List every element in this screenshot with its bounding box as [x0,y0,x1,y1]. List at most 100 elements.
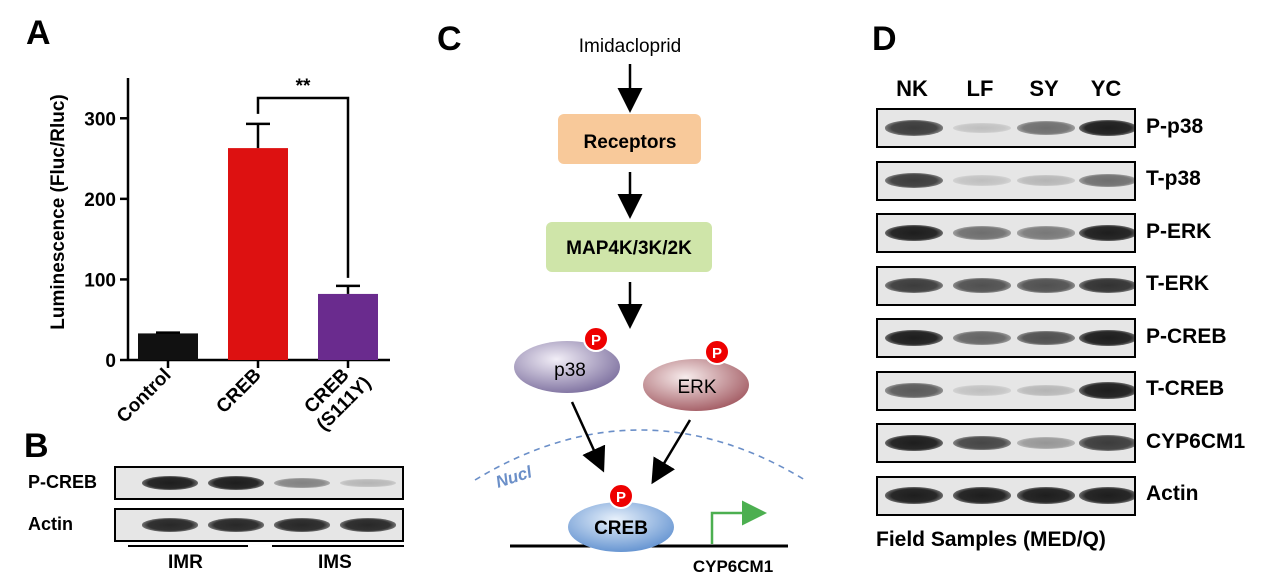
band [142,476,198,490]
panel-a-bar-chart: Luminescence (Fluc/Rluc) 0100200300**Con… [48,76,390,435]
erk-phospho-label: P [712,345,722,362]
panel-d-row-label: Actin [1146,482,1199,506]
band [1079,382,1134,399]
lane-label: YC [1090,76,1122,101]
panel-b-row-label: Actin [28,514,73,534]
lane-label: NK [896,76,928,101]
band [340,478,396,488]
band [1017,385,1075,396]
group-underline-ims [272,545,404,547]
band [1017,487,1075,504]
band [274,518,330,532]
x-tick-label: CREB [213,365,266,418]
band [1017,437,1075,449]
receptors-label: Receptors [584,132,677,153]
panel-d-blot-row [876,213,1136,253]
band [885,487,943,504]
panel-c-pathway-diagram: Imidacloprid Receptors MAP4K/3K/2K p38 P… [474,36,806,576]
x-tick-label: Control [113,365,176,428]
panel-d-blot-row [876,318,1136,358]
band [340,518,396,532]
imidacloprid-label: Imidacloprid [579,36,681,57]
arrow-erk-to-creb [651,419,692,485]
group-label-ims: IMS [318,552,352,573]
bar-1 [228,148,288,360]
band [953,331,1011,345]
lane-label: SY [1029,76,1059,101]
band [1017,175,1075,186]
band [1079,487,1134,504]
p38-node [514,341,620,393]
panel-d-blot-row [876,423,1136,463]
band [885,277,943,294]
lane-label: LF [966,76,994,101]
band [1017,121,1075,135]
band [1017,278,1075,293]
band [953,435,1011,451]
erk-phospho-badge [704,339,730,365]
band [953,278,1011,293]
panel-d-row-label: T-p38 [1146,167,1201,191]
panel-d-label: D [872,20,897,58]
kinases-box [546,222,712,272]
band [208,518,264,532]
band [1079,224,1134,242]
panel-a-label: A [26,14,51,52]
band [1079,435,1134,451]
band [885,329,943,347]
band [208,476,264,490]
panel-d-row-label: T-ERK [1146,272,1209,296]
panel-d-row-label: CYP6CM1 [1146,429,1246,453]
panel-d-blot-row [876,160,1136,201]
band [885,172,943,189]
transcription-arrow [710,500,767,544]
panel-d-row-label: P-p38 [1146,114,1204,138]
y-tick-label: 0 [105,351,116,372]
band [885,434,943,452]
band [1079,173,1134,188]
panel-d-row-label: P-CREB [1146,324,1227,348]
erk-label: ERK [677,377,716,398]
panel-d-blot-row [876,475,1136,516]
panel-b-blot-row [114,508,404,542]
group-underline-imr [128,545,248,547]
nucleus-label: Nucl [493,462,535,492]
band [953,385,1011,396]
panel-d-blot-row [876,370,1136,411]
panel-d-row-label: P-ERK [1146,219,1212,243]
panel-d-blot-row [876,265,1136,306]
band [885,224,943,242]
y-axis-label: Luminescence (Fluc/Rluc) [48,94,69,329]
band [1079,277,1134,294]
arrow-p38-to-creb [570,401,606,473]
kinases-label: MAP4K/3K/2K [566,238,692,259]
panel-d-row-label: T-CREB [1146,377,1225,401]
band [142,518,198,532]
p38-phospho-label: P [591,332,601,349]
group-label-imr: IMR [168,552,203,573]
band [1079,329,1134,347]
creb-phospho-label: P [616,489,626,506]
band [953,487,1011,504]
band [953,122,1011,134]
panel-b-row-label: P-CREB [28,472,98,492]
panel-d-blot-row [876,108,1136,148]
band [885,120,943,136]
significance-bracket [256,96,350,278]
band [1017,226,1075,240]
band [953,226,1011,240]
field-samples-caption: Field Samples (MED/Q) [876,528,1106,551]
y-tick-label: 100 [84,270,116,291]
band [885,383,943,398]
y-tick-label: 200 [84,190,116,211]
nucleus-boundary [474,429,806,481]
panel-b-label: B [24,427,49,465]
band [274,477,330,489]
bar-2 [318,293,378,360]
receptors-box [558,114,701,164]
gene-label: CYP6CM1 [693,557,773,576]
bar-0 [138,333,198,360]
panel-b-blot-row [114,466,404,500]
erk-node [643,359,749,411]
y-tick-label: 300 [84,109,116,130]
